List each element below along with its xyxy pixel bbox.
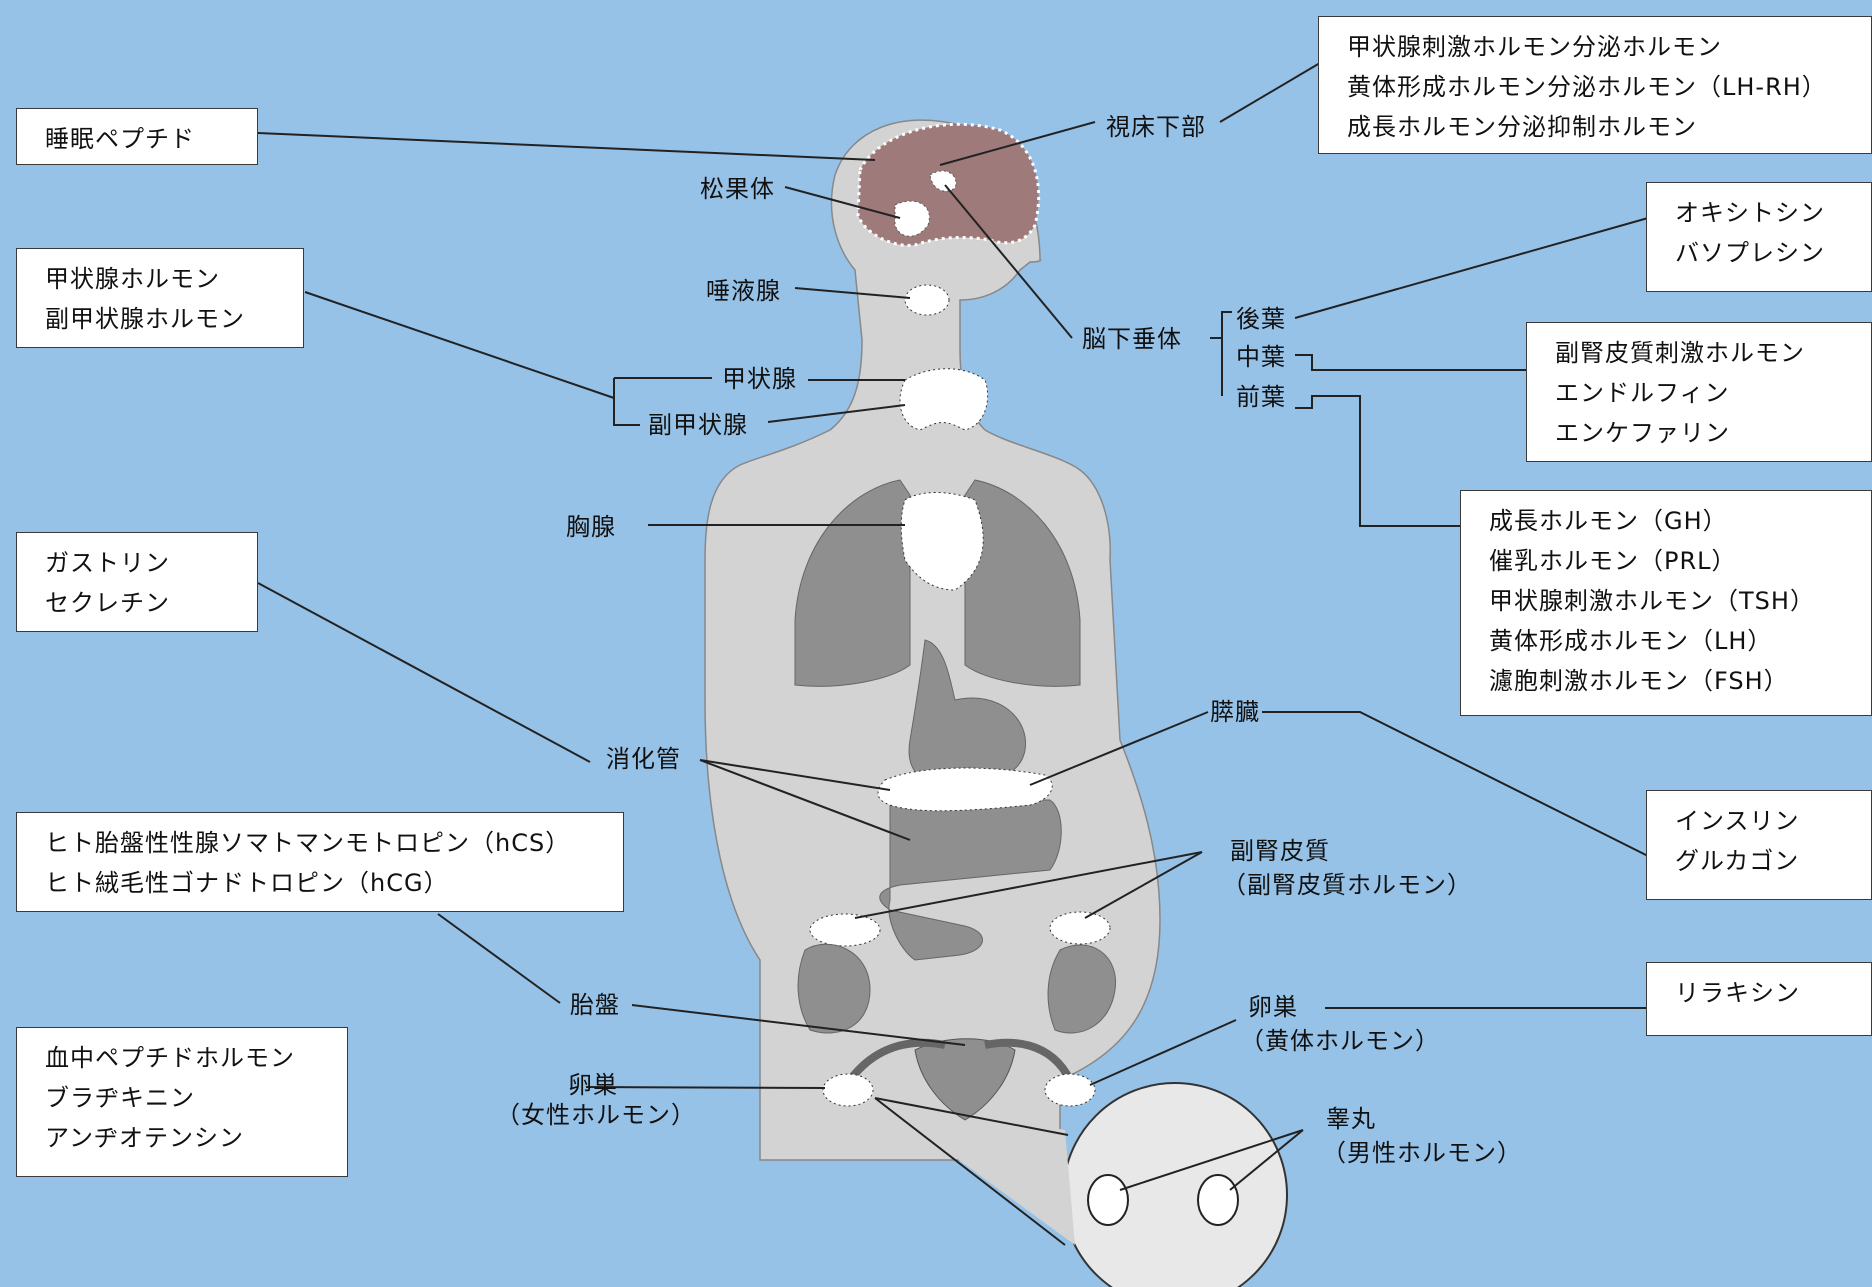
label-hypothalamus: 視床下部 [1106, 110, 1206, 144]
box-line: エンケファリン [1555, 413, 1871, 453]
salivary-gland [905, 285, 949, 315]
testis-left [1088, 1175, 1128, 1225]
box-posterior-lobe-hormones: オキシトシン バソプレシン [1646, 182, 1872, 292]
box-thyroid-hormones: 甲状腺ホルモン 副甲状腺ホルモン [16, 248, 304, 348]
label-ovary-left: 卵巣 [568, 1068, 618, 1102]
box-line: エンドルフィン [1555, 373, 1871, 413]
box-line: 血中ペプチドホルモン [45, 1038, 347, 1078]
leader-digestive-box [258, 583, 590, 762]
label-pancreas: 膵臓 [1210, 695, 1260, 729]
leader-pituitary-bracket [1210, 312, 1232, 338]
thyroid-gland [900, 369, 988, 430]
leader-thyroid-bracket [614, 378, 640, 425]
box-line: 甲状腺刺激ホルモン分泌ホルモン [1347, 27, 1871, 67]
leader-thyroid-box [305, 292, 614, 398]
ovary-left [823, 1074, 873, 1106]
box-line: 濾胞刺激ホルモン（FSH） [1489, 661, 1871, 701]
ovary-right [1045, 1074, 1095, 1106]
leader-hypothalamus-box [1220, 60, 1325, 122]
box-line: 成長ホルモン分泌抑制ホルモン [1347, 107, 1871, 147]
box-line: 睡眠ペプチド [45, 119, 257, 159]
box-placenta-hormones: ヒト胎盤性性腺ソマトマンモトロピン（hCS） ヒト絨毛性ゴナドトロピン（hCG） [16, 812, 624, 912]
box-hypothalamus-hormones: 甲状腺刺激ホルモン分泌ホルモン 黄体形成ホルモン分泌ホルモン（LH-RH） 成長… [1318, 16, 1872, 154]
adrenal-right [1050, 912, 1110, 944]
box-blood-peptides: 血中ペプチドホルモン ブラヂキニン アンヂオテンシン [16, 1027, 348, 1177]
label-salivary: 唾液腺 [706, 274, 781, 308]
box-digestive-hormones: ガストリン セクレチン [16, 532, 258, 632]
leader-sleep [258, 133, 875, 160]
box-line: 副腎皮質刺激ホルモン [1555, 333, 1871, 373]
testis-right [1198, 1175, 1238, 1225]
leader-ovary-left [586, 1087, 825, 1088]
leader-posterior [1295, 218, 1648, 318]
label-thymus: 胸腺 [566, 510, 616, 544]
label-adrenal: 副腎皮質 [1230, 834, 1330, 868]
label-adrenal-sub: （副腎皮質ホルモン） [1222, 868, 1472, 902]
box-line: 副甲状腺ホルモン [45, 299, 303, 339]
box-line: 成長ホルモン（GH） [1489, 501, 1871, 541]
label-thyroid: 甲状腺 [722, 362, 797, 396]
box-sleep-peptide: 睡眠ペプチド [16, 108, 258, 165]
adrenal-left [810, 914, 880, 946]
label-testis: 睾丸 [1326, 1102, 1376, 1136]
box-pancreas-hormones: インスリン グルカゴン [1646, 790, 1872, 900]
box-line: セクレチン [45, 583, 257, 623]
box-line: 黄体形成ホルモン分泌ホルモン（LH-RH） [1347, 67, 1871, 107]
box-line: ガストリン [45, 543, 257, 583]
box-line: アンヂオテンシン [45, 1118, 347, 1158]
label-digestive: 消化管 [606, 742, 681, 776]
box-middle-lobe-hormones: 副腎皮質刺激ホルモン エンドルフィン エンケファリン [1526, 322, 1872, 462]
box-line: オキシトシン [1675, 193, 1871, 233]
leader-placenta-box [438, 914, 560, 1003]
box-line: リラキシン [1675, 973, 1871, 1013]
leader-anterior [1295, 396, 1460, 526]
label-parathyroid: 副甲状腺 [648, 408, 748, 442]
label-ovary-right: 卵巣 [1248, 990, 1298, 1024]
label-anterior-lobe: 前葉 [1236, 380, 1286, 414]
box-line: ブラヂキニン [45, 1078, 347, 1118]
label-posterior-lobe: 後葉 [1236, 302, 1286, 336]
box-line: ヒト胎盤性性腺ソマトマンモトロピン（hCS） [45, 823, 623, 863]
label-pineal: 松果体 [700, 172, 775, 206]
box-line: グルカゴン [1675, 841, 1871, 881]
box-line: 黄体形成ホルモン（LH） [1489, 621, 1871, 661]
box-line: 甲状腺ホルモン [45, 259, 303, 299]
label-testis-sub: （男性ホルモン） [1322, 1136, 1522, 1170]
leader-middle [1295, 355, 1528, 370]
label-pituitary: 脳下垂体 [1082, 322, 1182, 356]
box-line: インスリン [1675, 801, 1871, 841]
label-ovary-left-sub: （女性ホルモン） [496, 1098, 696, 1132]
label-middle-lobe: 中葉 [1236, 340, 1286, 374]
box-line: ヒト絨毛性ゴナドトロピン（hCG） [45, 863, 623, 903]
box-anterior-lobe-hormones: 成長ホルモン（GH） 催乳ホルモン（PRL） 甲状腺刺激ホルモン（TSH） 黄体… [1460, 490, 1872, 716]
pancreas-gland [878, 768, 1052, 811]
label-ovary-right-sub: （黄体ホルモン） [1240, 1024, 1440, 1058]
label-placenta: 胎盤 [570, 988, 620, 1022]
box-relaxin: リラキシン [1646, 962, 1872, 1036]
box-line: バソプレシン [1675, 233, 1871, 273]
box-line: 甲状腺刺激ホルモン（TSH） [1489, 581, 1871, 621]
box-line: 催乳ホルモン（PRL） [1489, 541, 1871, 581]
